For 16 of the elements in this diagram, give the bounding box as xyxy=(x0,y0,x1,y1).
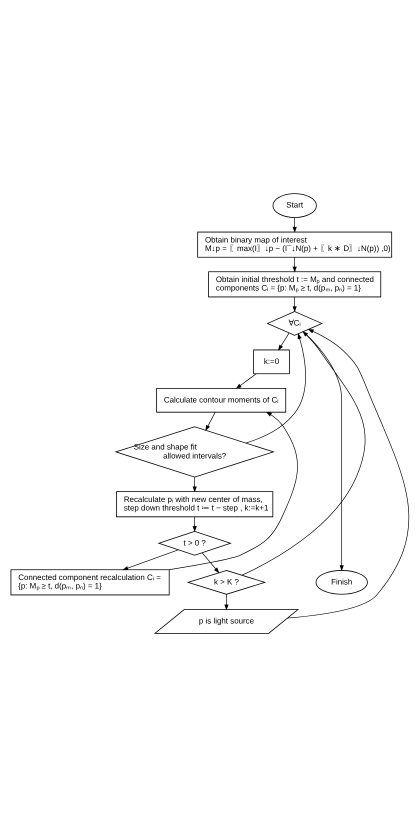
arrow xyxy=(303,331,344,572)
arrow xyxy=(205,412,216,432)
arrow xyxy=(287,328,410,618)
arrow xyxy=(236,374,256,389)
arrow xyxy=(192,476,197,493)
arrow xyxy=(292,217,297,233)
arrow xyxy=(168,412,298,570)
arrow xyxy=(278,332,290,351)
arrow xyxy=(292,296,297,312)
arrow xyxy=(292,256,297,273)
arrow xyxy=(224,594,229,610)
arrow xyxy=(246,333,306,444)
arrow xyxy=(242,330,366,576)
arrow xyxy=(202,552,220,574)
arrow xyxy=(122,550,179,570)
arrow xyxy=(192,516,197,532)
